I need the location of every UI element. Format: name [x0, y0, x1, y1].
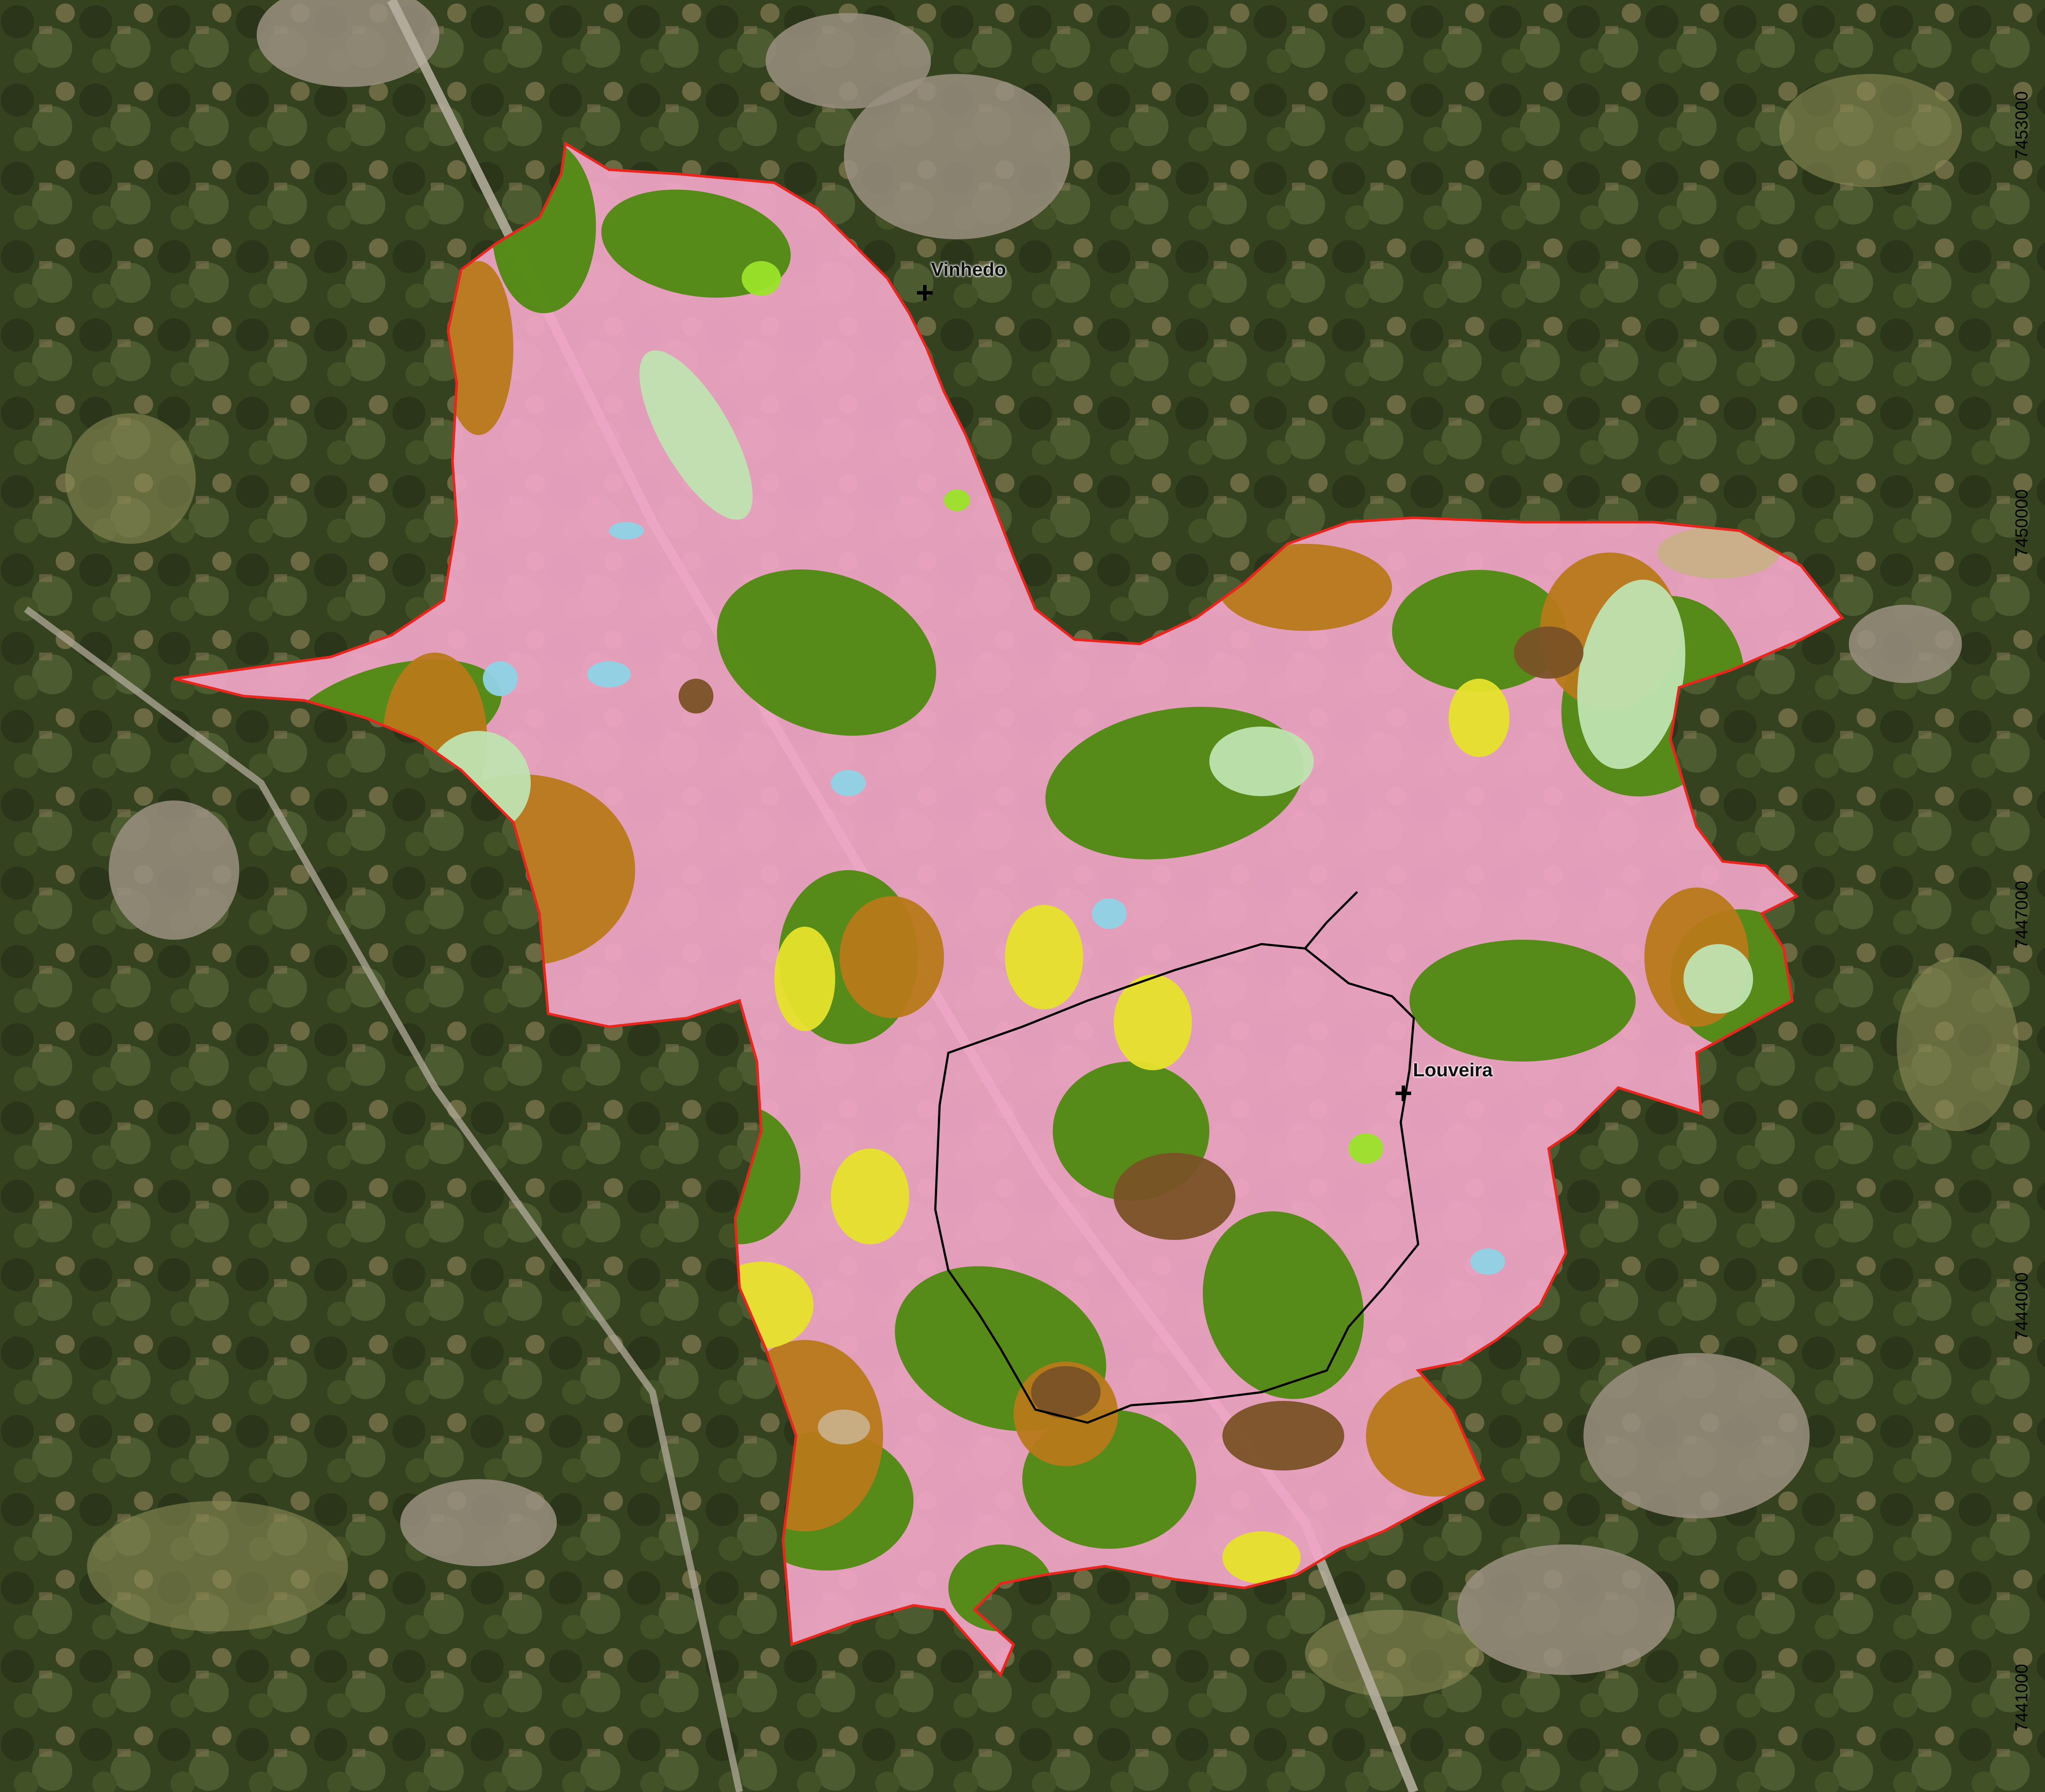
axis-tick-label: 7444000 [2012, 1272, 2032, 1340]
land-cover-crop [1222, 1531, 1301, 1584]
land-cover-water [831, 770, 866, 796]
urban-area-imagery [109, 801, 239, 940]
land-cover-bright-green [1349, 1133, 1383, 1164]
cross-marker-icon [1396, 1085, 1411, 1101]
land-cover-pasture [444, 261, 513, 435]
land-cover-forest [1409, 940, 1636, 1062]
land-cover-beige [818, 1410, 870, 1444]
land-cover-water [1470, 1249, 1505, 1275]
land-cover-forest [601, 189, 791, 298]
land-cover-grassland [639, 350, 753, 520]
road-network [934, 891, 1419, 1424]
field-imagery [87, 1501, 348, 1631]
land-cover-grassland [1209, 727, 1314, 796]
field-imagery [65, 413, 196, 544]
land-cover-water [1092, 898, 1127, 929]
road-segment [1304, 891, 1358, 949]
land-cover-crop [1114, 975, 1192, 1070]
land-cover-crop [1005, 905, 1083, 1009]
axis-tick-label: 7447000 [2012, 881, 2032, 949]
boundary-line [174, 141, 1844, 1678]
urban-area-imagery [1849, 605, 1962, 683]
urban-area-imagery [400, 1479, 557, 1566]
axis-tick-label: 7453000 [2012, 91, 2032, 159]
land-cover-forest [1202, 1211, 1364, 1399]
ring-road [934, 943, 1419, 1424]
land-cover-bare-soil [1514, 626, 1583, 679]
axis-tick-label: 7441000 [2012, 1664, 2032, 1732]
field-imagery [1305, 1610, 1479, 1697]
land-cover-urban [174, 144, 1842, 1675]
land-cover-forest [717, 569, 936, 736]
study-area-boundary [174, 141, 1844, 1678]
land-cover-crop [831, 1149, 909, 1244]
land-cover-bare-soil [1031, 1366, 1101, 1418]
land-cover-bare-soil [1114, 1153, 1235, 1240]
highway-imagery [24, 606, 743, 1792]
land-cover-water [483, 661, 518, 696]
land-cover-water [609, 522, 644, 539]
axis-tick-label: 7450000 [2012, 489, 2032, 557]
land-cover-beige [1657, 526, 1779, 579]
urban-area-imagery [1457, 1544, 1675, 1675]
land-cover-bare-soil [679, 679, 713, 713]
field-imagery [1779, 74, 1962, 187]
land-cover-crop [774, 927, 835, 1031]
place-label-vinhedo: Vinhedo [931, 259, 1006, 280]
cross-marker-icon [917, 285, 933, 301]
field-imagery [1897, 957, 2018, 1131]
urban-area-imagery [844, 74, 1070, 239]
land-cover-crop [1449, 679, 1509, 757]
land-cover-grassland [1577, 579, 1686, 769]
land-cover-water [587, 661, 631, 687]
land-cover-bare-soil [1222, 1401, 1344, 1470]
urban-area-imagery [1583, 1353, 1810, 1518]
urban-area-imagery [257, 0, 439, 87]
urban-area-imagery [766, 13, 931, 109]
land-cover-bright-green [944, 489, 970, 511]
land-cover-grassland [1684, 944, 1753, 1014]
place-label-louveira: Louveira [1413, 1059, 1493, 1081]
land-cover-bright-green [742, 261, 781, 296]
land-cover-pasture [840, 896, 944, 1018]
